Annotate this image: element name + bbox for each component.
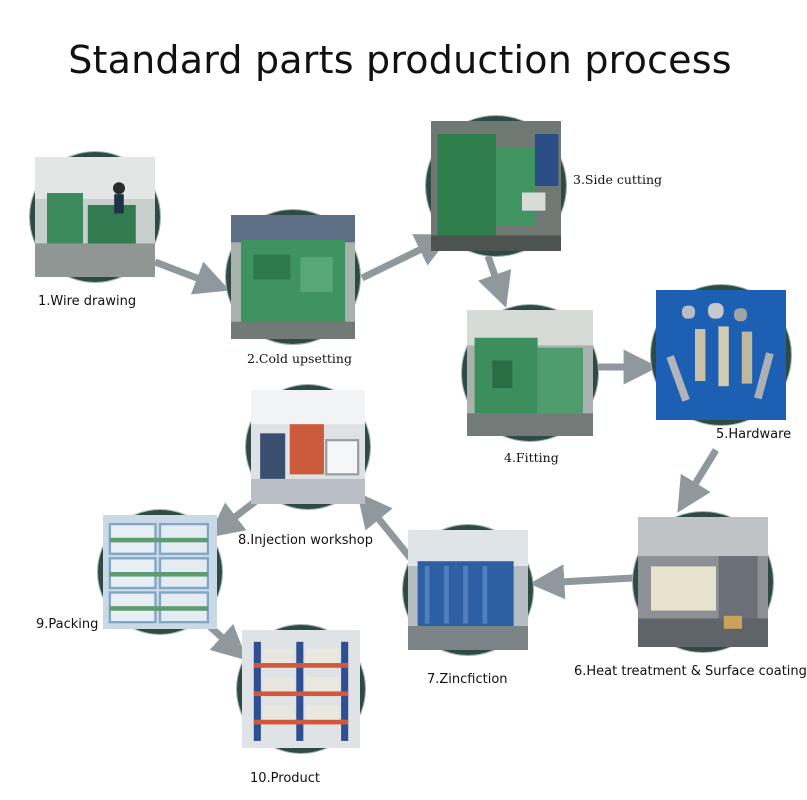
step-5-label: 5.Hardware	[716, 427, 792, 442]
arrow-6-to-7	[529, 564, 634, 600]
step-7-photo	[403, 525, 533, 655]
arrow-7-to-8	[357, 492, 415, 563]
step-2-label: 2.Cold upsetting	[247, 351, 352, 366]
step-1-label: 1.Wire drawing	[38, 294, 137, 309]
step-6-label: 6.Heat treatment & Surface coating	[574, 664, 807, 679]
step-4-photo	[462, 305, 598, 441]
step-2-photo	[226, 210, 360, 344]
step-7-label: 7.Zincfiction	[427, 672, 508, 687]
step-4-label: 4.Fitting	[504, 450, 559, 465]
page-title: Standard parts production process	[68, 38, 732, 82]
step-6-photo	[633, 512, 773, 652]
step-1-photo	[30, 152, 160, 282]
arrow-2-to-3	[360, 234, 452, 282]
arrow-3-to-4	[478, 254, 512, 308]
step-9-photo	[98, 510, 222, 634]
step-3-photo	[426, 116, 566, 256]
step-10-label: 10.Product	[250, 771, 321, 786]
arrow-1-to-2	[153, 258, 230, 295]
step-3-label: 3.Side cutting	[573, 172, 663, 187]
step-5-photo	[651, 285, 791, 425]
step-8-photo	[246, 385, 370, 509]
step-8-label: 8.Injection workshop	[238, 533, 373, 548]
arrow-5-to-6	[677, 448, 719, 513]
step-9-label: 9.Packing	[36, 617, 99, 632]
step-10-photo	[237, 625, 365, 753]
